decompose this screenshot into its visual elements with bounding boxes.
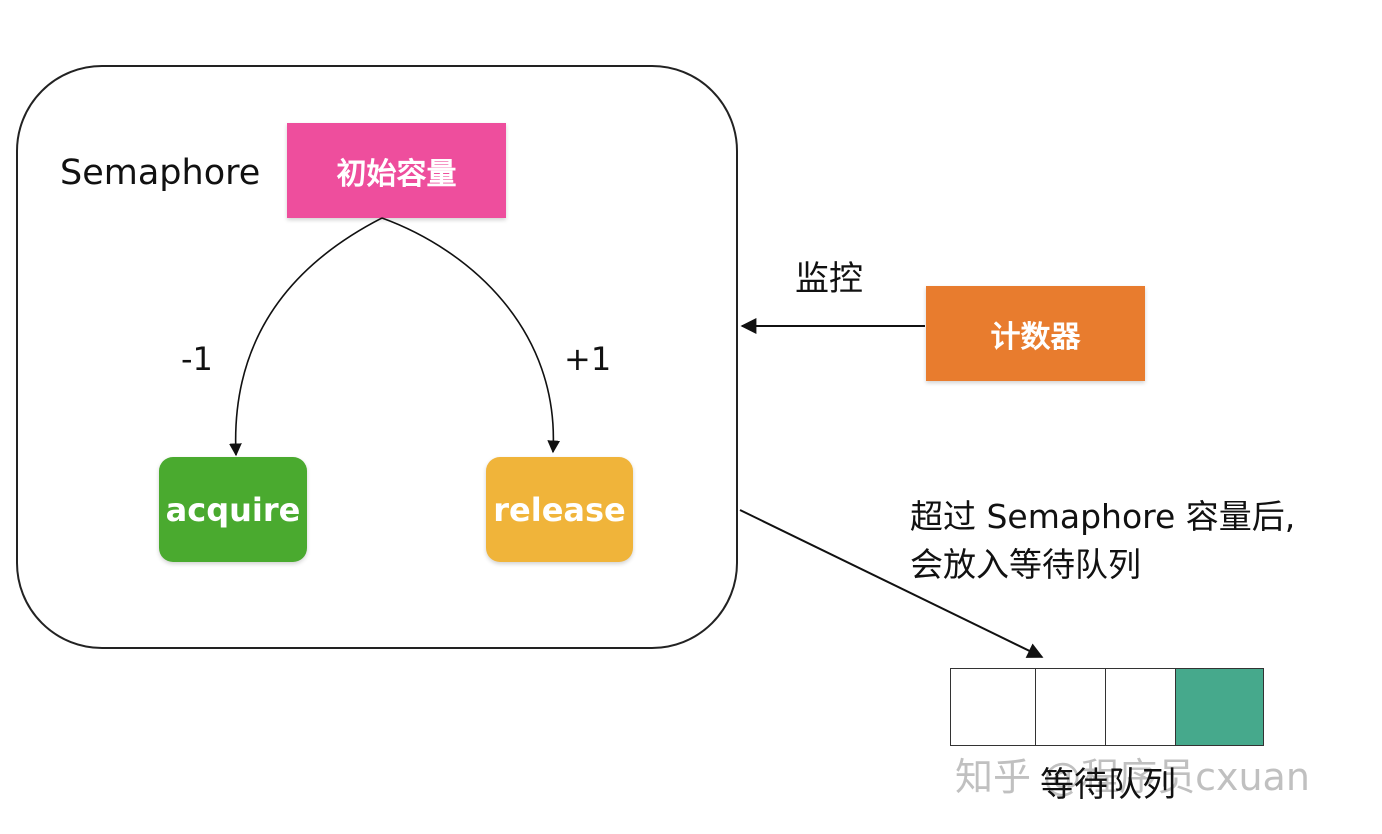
- acquire-edge-label: -1: [181, 340, 213, 378]
- wait-queue: [950, 668, 1264, 746]
- semaphore-label: Semaphore: [60, 153, 261, 193]
- overflow-note-line1: 超过 Semaphore 容量后,: [910, 497, 1296, 536]
- watermark: 知乎 @程序员cxuan: [955, 755, 1310, 799]
- queue-cell-filled: [1175, 669, 1264, 745]
- initial-capacity-node: 初始容量: [287, 123, 506, 218]
- counter-node: 计数器: [926, 286, 1145, 381]
- acquire-node: acquire: [159, 457, 307, 562]
- semaphore-container: [16, 65, 738, 649]
- release-edge-label: +1: [564, 340, 612, 378]
- queue-cell-empty: [951, 669, 1037, 745]
- release-node: release: [486, 457, 633, 562]
- queue-cell-empty: [1036, 669, 1107, 745]
- acquire-label: acquire: [165, 490, 301, 529]
- queue-cell-empty: [1106, 669, 1176, 745]
- wait-queue-label: 等待队列: [1040, 765, 1176, 805]
- release-label: release: [493, 490, 626, 529]
- initial-capacity-label: 初始容量: [336, 156, 457, 192]
- monitor-edge-label: 监控: [795, 259, 863, 299]
- counter-label: 计数器: [990, 319, 1081, 355]
- overflow-note-line2: 会放入等待队列: [910, 545, 1141, 584]
